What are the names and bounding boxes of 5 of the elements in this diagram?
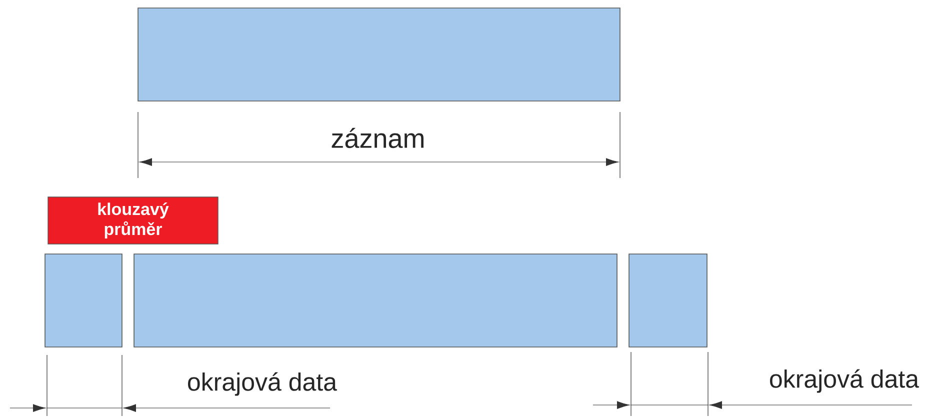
- label-box: klouzavý průměr: [48, 196, 218, 244]
- data-block: [628, 254, 708, 348]
- data-block: [134, 254, 618, 348]
- data-block: [138, 8, 620, 102]
- data-block: [44, 254, 122, 348]
